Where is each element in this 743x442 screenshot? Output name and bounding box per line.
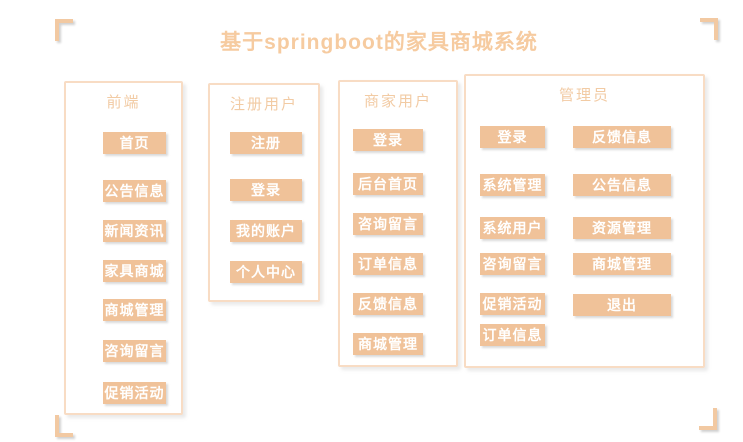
panel-merchant-user-heading: 商家用户 [363, 93, 432, 110]
node-button-my-account[interactable]: 我的账户 [230, 220, 302, 242]
node-button-backend-home[interactable]: 后台首页 [353, 173, 423, 195]
panel-admin: 管理员 登录 系统管理 系统用户 咨询留言 促销活动 订单信息 反馈信息 公告信… [464, 74, 705, 368]
node-button-announcement[interactable]: 公告信息 [573, 174, 671, 196]
node-button-login[interactable]: 登录 [480, 126, 545, 148]
page-title: 基于springboot的家具商城系统 [220, 31, 538, 54]
panel-admin-heading: 管理员 [558, 87, 610, 104]
node-button-home[interactable]: 首页 [103, 132, 166, 154]
panel-merchant-user: 商家用户 登录 后台首页 咨询留言 订单信息 反馈信息 商城管理 [338, 80, 458, 367]
panel-registered-user: 注册用户 注册 登录 我的账户 个人中心 [208, 83, 320, 302]
node-button-feedback-info[interactable]: 反馈信息 [573, 126, 671, 148]
node-button-order-info[interactable]: 订单信息 [353, 253, 423, 275]
corner-bracket-top-right-icon [700, 18, 718, 40]
node-button-login[interactable]: 登录 [353, 129, 423, 151]
node-button-announcement[interactable]: 公告信息 [103, 180, 166, 202]
node-button-consult-message[interactable]: 咨询留言 [353, 213, 423, 235]
node-button-mall-manage[interactable]: 商城管理 [353, 333, 423, 355]
node-button-personal-center[interactable]: 个人中心 [230, 261, 302, 283]
node-button-consult-message[interactable]: 咨询留言 [480, 253, 545, 275]
node-button-order-info[interactable]: 订单信息 [480, 324, 545, 346]
node-button-feedback-info[interactable]: 反馈信息 [353, 293, 423, 315]
corner-bracket-top-left-icon [55, 19, 73, 41]
node-button-resource-manage[interactable]: 资源管理 [573, 217, 671, 239]
node-button-promotion[interactable]: 促销活动 [480, 293, 545, 315]
node-button-system-manage[interactable]: 系统管理 [480, 174, 545, 196]
corner-bracket-bottom-left-icon [55, 415, 73, 437]
node-button-consult-message[interactable]: 咨询留言 [103, 340, 166, 362]
panel-registered-user-heading: 注册用户 [229, 96, 298, 113]
node-button-system-users[interactable]: 系统用户 [480, 217, 545, 239]
node-button-furniture-mall[interactable]: 家具商城 [103, 260, 166, 282]
panel-frontend-heading: 前端 [106, 94, 141, 111]
node-button-mall-manage[interactable]: 商城管理 [573, 253, 671, 275]
node-button-promotion[interactable]: 促销活动 [103, 382, 166, 404]
corner-bracket-bottom-right-icon [699, 408, 717, 430]
node-button-login[interactable]: 登录 [230, 179, 302, 201]
panel-frontend: 前端 首页 公告信息 新闻资讯 家具商城 商城管理 咨询留言 促销活动 [64, 81, 183, 415]
node-button-logout[interactable]: 退出 [573, 294, 671, 316]
node-button-mall-manage[interactable]: 商城管理 [103, 299, 166, 321]
node-button-news[interactable]: 新闻资讯 [103, 220, 166, 242]
node-button-register[interactable]: 注册 [230, 132, 302, 154]
